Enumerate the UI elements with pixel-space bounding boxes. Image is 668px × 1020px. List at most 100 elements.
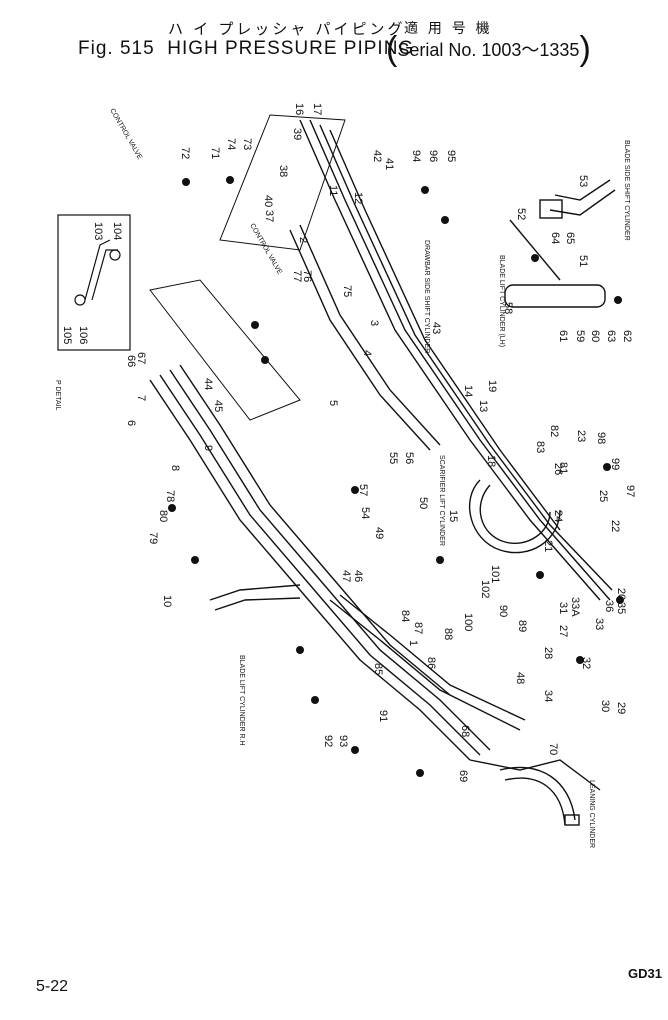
part-label: 32 <box>580 657 592 669</box>
part-label: 44 <box>202 378 214 390</box>
part-label: 88 <box>442 628 454 640</box>
part-label: 42 <box>371 150 383 162</box>
part-label: 101 <box>489 565 501 583</box>
part-label: 33A <box>569 597 581 617</box>
figure-number: Fig. 515 <box>78 38 155 59</box>
part-label: 17 <box>311 103 323 115</box>
left-hose-bundle <box>149 364 601 791</box>
part-label: 16 <box>293 103 305 115</box>
part-label: 98 <box>595 432 607 444</box>
part-label: 70 <box>547 743 559 755</box>
part-label: 58 <box>502 302 514 314</box>
part-label: 89 <box>516 620 528 632</box>
part-label: 62 <box>621 330 633 342</box>
figure-title-text: HIGH PRESSURE PIPING <box>167 38 415 59</box>
part-label: 36 <box>603 600 615 612</box>
part-label: 13 <box>477 400 489 412</box>
fittings <box>168 176 624 777</box>
part-label: 82 <box>548 425 560 437</box>
part-label: 18 <box>485 455 497 467</box>
part-label: 66 <box>125 355 137 367</box>
callout-detail-p: P DETAIL <box>54 380 61 411</box>
part-label: 55 <box>387 452 399 464</box>
part-label: 84 <box>399 610 411 622</box>
part-label: 51 <box>577 255 589 267</box>
detail-p-box <box>57 214 131 351</box>
part-label: 83 <box>534 441 546 453</box>
part-label: 6 <box>125 420 137 426</box>
part-label: 91 <box>377 710 389 722</box>
part-label: 49 <box>373 527 385 539</box>
part-label: 60 <box>589 330 601 342</box>
part-label: 103 <box>92 222 104 240</box>
part-label: 40 <box>262 195 274 207</box>
main-hose-bundle <box>289 119 613 601</box>
part-label: 35 <box>615 602 627 614</box>
part-label: 69 <box>457 770 469 782</box>
part-label: 78 <box>164 490 176 502</box>
part-label: 93 <box>337 735 349 747</box>
part-label: 100 <box>462 613 474 631</box>
part-label: 81 <box>557 462 569 474</box>
part-label: 12 <box>352 192 364 204</box>
part-label: 15 <box>447 510 459 522</box>
part-label: 21 <box>542 540 554 552</box>
part-label: 57 <box>357 484 369 496</box>
part-label: 106 <box>77 326 89 344</box>
part-label: 68 <box>459 725 471 737</box>
part-label: 3 <box>368 320 380 326</box>
part-label: 65 <box>564 232 576 244</box>
part-label: 26 <box>552 463 564 475</box>
part-label: 1 <box>407 640 419 646</box>
part-label: 10 <box>161 595 173 607</box>
callout-leaning-cylinder: LEANING CYLINDER <box>588 780 595 848</box>
scarifier-hose-loop <box>468 479 561 554</box>
part-label: 90 <box>497 605 509 617</box>
part-label: 41 <box>383 158 395 170</box>
part-label: 59 <box>574 330 586 342</box>
serial-label-japanese: 適 用 号 機 <box>404 20 493 36</box>
part-label: 30 <box>599 700 611 712</box>
part-label: 86 <box>425 657 437 669</box>
part-label: 2 <box>297 237 309 243</box>
figure-title-japanese: ハ イ プレッシャ パイピング <box>168 21 406 38</box>
part-label: 11 <box>327 185 339 196</box>
part-label: 99 <box>609 458 621 470</box>
callout-control-valve-2: CONTROL VALVE <box>248 223 283 277</box>
callout-drawbar-side-shift: DRAWBAR SIDE SHIFT CYLINDER <box>423 240 430 353</box>
part-label: 64 <box>549 232 561 244</box>
part-label: 96 <box>427 150 439 162</box>
part-label: 23 <box>575 430 587 442</box>
part-label: 104 <box>111 222 123 240</box>
part-label: 95 <box>445 150 457 162</box>
part-label: 97 <box>624 485 636 497</box>
model-code: GD31 <box>628 966 662 981</box>
side-shift-cylinder <box>504 179 616 308</box>
leaning-cylinder-hoses <box>499 766 580 826</box>
figure-title: Fig. 515 HIGH PRESSURE PIPING <box>78 38 414 60</box>
part-label: 4 <box>361 350 373 356</box>
part-label: 5 <box>327 400 339 406</box>
part-label: 79 <box>147 532 159 544</box>
part-label: 75 <box>341 285 353 297</box>
part-number-labels: 1 2 3 4 5 6 7 8 9 10 11 12 13 14 15 16 1… <box>61 103 636 782</box>
part-label: 27 <box>557 625 569 637</box>
part-label: 29 <box>615 702 627 714</box>
part-label: 63 <box>605 330 617 342</box>
part-label: 24 <box>552 510 564 522</box>
part-label: 73 <box>241 138 253 150</box>
part-label: 31 <box>557 602 569 614</box>
part-label: 72 <box>179 147 191 159</box>
part-label: 85 <box>372 663 384 675</box>
part-label: 80 <box>157 510 169 522</box>
part-label: 45 <box>212 400 224 412</box>
part-label: 52 <box>515 208 527 220</box>
callout-blade-lift-rh: BLADE LIFT CYLINDER R.H <box>238 655 245 746</box>
part-label: 20 <box>615 588 627 600</box>
part-label: 61 <box>557 330 569 342</box>
serial-range: (Serial No. 1003～1335) <box>386 30 591 68</box>
part-label: 19 <box>486 380 498 392</box>
part-label: 47 <box>340 570 352 582</box>
part-label: 105 <box>61 326 73 344</box>
